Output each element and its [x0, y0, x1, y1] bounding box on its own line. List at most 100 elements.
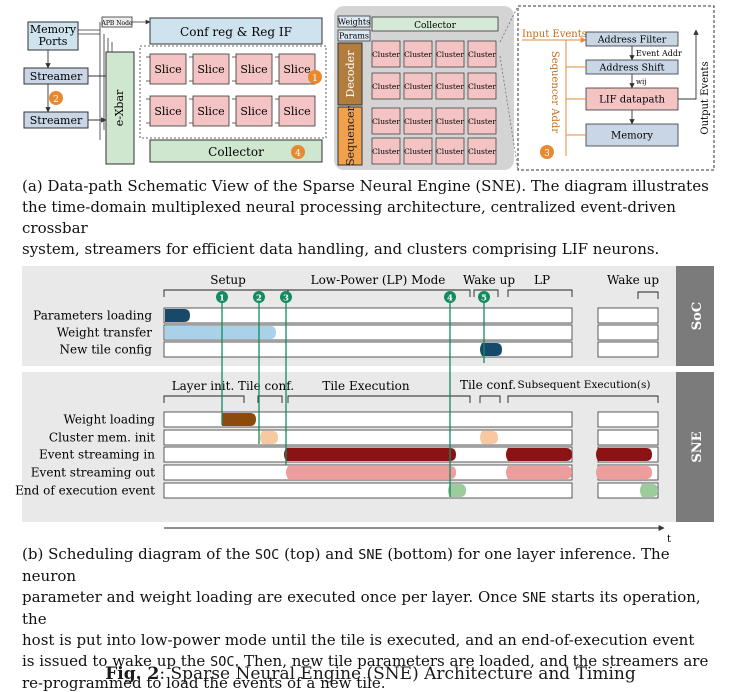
cluster-label: Cluster	[404, 117, 432, 126]
marker-label: 2	[256, 294, 262, 304]
timing-bar	[286, 466, 456, 479]
track-frame	[597, 411, 659, 428]
weights-label: Weights	[338, 18, 370, 27]
soc-phase-label: LP	[534, 273, 550, 287]
memory-ports-box	[27, 21, 79, 51]
marker-label: 1	[219, 294, 225, 304]
decoder-label: Decoder	[344, 50, 357, 98]
caption-b-line-2: parameter and weight loading are execute…	[22, 588, 701, 628]
cluster-box	[371, 107, 401, 135]
slice-label: Slice	[240, 105, 267, 118]
sequencer-box	[337, 106, 363, 166]
sne-phase-label: Subsequent Execution(s)	[518, 379, 651, 391]
decoder-box	[337, 42, 363, 106]
cluster-label: Cluster	[372, 117, 400, 126]
svg-text:2: 2	[53, 95, 59, 105]
cluster-box	[403, 107, 433, 135]
slice-box	[278, 95, 316, 127]
caption-b-line-3: host is put into low-power mode until th…	[22, 631, 695, 649]
conf-reg-label: Conf reg & Reg IF	[180, 25, 292, 39]
marker-dot	[444, 291, 456, 303]
figure-caption-label: Fig. 2	[105, 664, 160, 684]
track-frame	[163, 429, 573, 446]
cluster-box	[435, 40, 465, 68]
caption-a-line-3: system, streamers for efficient data han…	[22, 240, 660, 258]
conf-reg-box	[149, 17, 323, 45]
weights-box	[337, 15, 371, 28]
cluster-box	[467, 72, 497, 100]
apb-node-label: APB Node	[101, 20, 133, 27]
sne-row-label: End of execution event	[15, 484, 155, 498]
figure-caption-text: : Sparse Neural Engine (SNE) Architectur…	[159, 664, 636, 684]
track-frame	[597, 429, 659, 446]
marker-dot	[478, 291, 490, 303]
caption-b-line-4: is issued to wake up the SOC. Then, new …	[22, 652, 709, 670]
soc-phase-label: Setup	[210, 273, 246, 287]
cluster-label: Cluster	[436, 50, 464, 59]
cluster-box	[371, 40, 401, 68]
cluster-label: Cluster	[436, 117, 464, 126]
collector-right-box	[371, 16, 499, 32]
slice-label: Slice	[283, 105, 310, 118]
soc-side-label: SoC	[690, 302, 705, 330]
phase-bracket	[257, 395, 283, 403]
caption-a-line-2: the time-domain multiplexed neural proce…	[22, 198, 676, 237]
cluster-label: Cluster	[436, 147, 464, 156]
slice-label: Slice	[240, 63, 267, 76]
slice-label: Slice	[154, 63, 181, 76]
slice-label: Slice	[197, 105, 224, 118]
sne-phase-label: Tile conf.	[238, 379, 294, 393]
cluster-box	[403, 40, 433, 68]
collector-right-label: Collector	[414, 21, 456, 31]
slice-label: Slice	[154, 105, 181, 118]
timing-bars	[165, 309, 658, 497]
badge-1	[308, 70, 322, 84]
wij-label: wij	[636, 78, 646, 86]
output-events-label: Output Events	[700, 61, 711, 134]
timing-bar	[480, 343, 502, 356]
cluster-label: Cluster	[436, 82, 464, 91]
track-frame	[163, 411, 573, 428]
figure-caption: Fig. 2: Sparse Neural Engine (SNE) Archi…	[0, 664, 741, 684]
track-frame	[163, 482, 573, 499]
sequencer-label: Sequencer	[344, 105, 357, 165]
svg-text:4: 4	[295, 149, 301, 159]
track-frame	[597, 341, 659, 358]
timing-bar	[596, 448, 652, 461]
cluster-box	[435, 107, 465, 135]
params-label: Params	[339, 32, 369, 41]
soc-phase-label: Wake up	[607, 273, 659, 287]
timing-bar	[284, 448, 456, 461]
sne-phase-label: Tile Execution	[322, 379, 410, 393]
exbar-label: e-Xbar	[113, 89, 126, 126]
input-events-label: Input Events	[522, 29, 587, 40]
sne-side-label: SNE	[690, 431, 705, 462]
lif-datapath-label: LIF datapath	[599, 95, 665, 106]
phase-bracket	[287, 395, 471, 403]
phase-bracket	[163, 395, 245, 403]
phase-bracket	[507, 395, 659, 403]
badge-4	[291, 145, 305, 159]
timing-bar	[222, 413, 256, 426]
sne-phase-label: Tile conf.	[460, 378, 516, 392]
caption-a: (a) Data-path Schematic View of the Spar…	[22, 176, 722, 260]
slice-box	[192, 95, 230, 127]
timing-bar	[506, 448, 572, 461]
memory-ports-label-2: Ports	[39, 35, 68, 48]
badge-3	[540, 145, 554, 159]
track-frame	[163, 341, 573, 358]
address-shift-label: Address Shift	[599, 63, 665, 74]
marker-label: 5	[481, 294, 487, 304]
slice-box	[235, 95, 273, 127]
timing-bar	[506, 466, 572, 479]
slice-label: Slice	[283, 63, 310, 76]
marker-dot	[216, 291, 228, 303]
timing-bar	[480, 431, 498, 444]
slice-box	[192, 53, 230, 85]
badge-2	[49, 91, 63, 105]
memory-ports-label-1: Memory	[30, 23, 77, 36]
